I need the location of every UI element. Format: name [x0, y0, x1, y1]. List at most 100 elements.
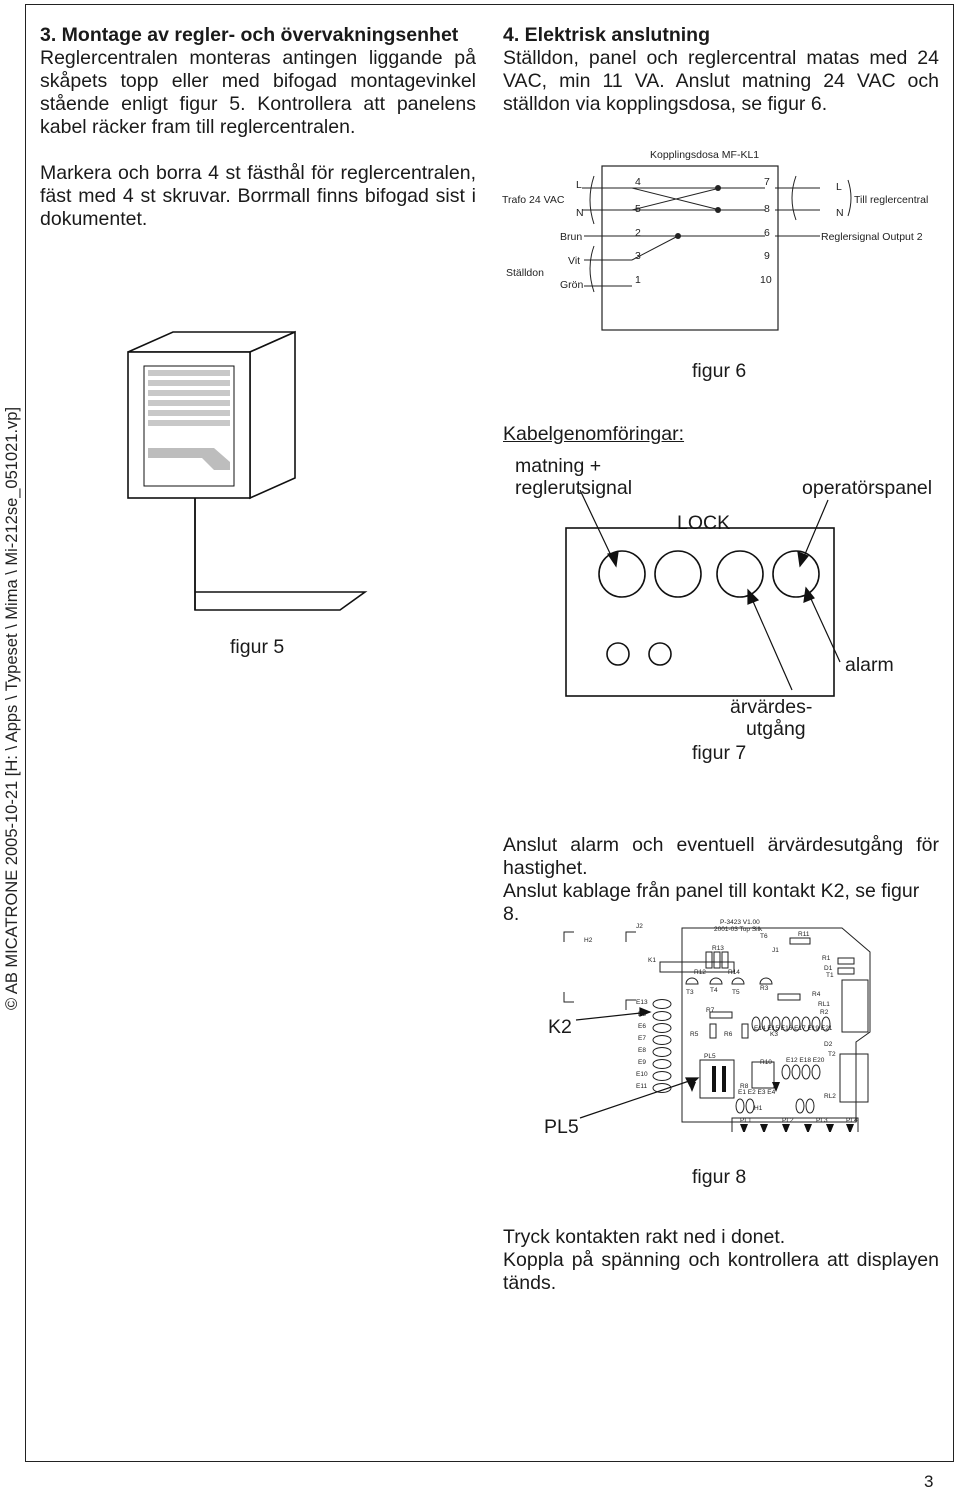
connect-line-1: Anslut alarm och eventuell ärvärdesutgån… — [503, 834, 939, 879]
terminal-4: 4 — [635, 176, 641, 188]
right-bracket — [791, 175, 797, 221]
terminal-9: 9 — [764, 250, 770, 262]
svg-text:R11: R11 — [798, 931, 810, 938]
svg-text:T2: T2 — [828, 1051, 836, 1058]
terminal-6: 6 — [764, 227, 770, 239]
arrow-k2 — [575, 1011, 651, 1021]
dot-3 — [675, 233, 681, 239]
svg-text:E6: E6 — [638, 1023, 646, 1030]
sidebar-copyright: © AB MICATRONE 2005-10-21 [H: \ Apps \ T… — [3, 406, 21, 1010]
page-frame — [25, 4, 954, 1462]
connect-line-2: Anslut kablage från panel till kontakt K… — [503, 880, 920, 925]
page-number: 3 — [924, 1472, 934, 1491]
gland-plate — [565, 527, 835, 697]
arvardes-label-1: ärvärdes- — [730, 696, 813, 718]
figure-8-caption: figur 8 — [692, 1166, 747, 1188]
kopplingsdosa-title: Kopplingsdosa MF-KL1 — [650, 149, 759, 161]
svg-text:E12 E18 E20: E12 E18 E20 — [786, 1057, 825, 1064]
svg-text:R12: R12 — [694, 969, 706, 976]
terminal-7: 7 — [764, 176, 770, 188]
svg-text:R5: R5 — [690, 1031, 699, 1038]
k2-label: K2 — [548, 1016, 572, 1038]
section-3-heading: 3. Montage av regler- och övervakningsen… — [40, 24, 459, 46]
svg-text:E1 E2 E3 E4: E1 E2 E3 E4 — [738, 1089, 776, 1096]
svg-text:R2: R2 — [820, 1009, 829, 1016]
matning-label-1: matning + — [515, 455, 602, 477]
figure-5-drawing — [127, 330, 368, 611]
arvardes-label-2: utgång — [746, 718, 806, 740]
relay-1 — [841, 979, 869, 1033]
dot-1 — [715, 185, 721, 191]
link-3-lead — [631, 235, 679, 261]
svg-text:RL2: RL2 — [824, 1093, 836, 1100]
svg-text:D1: D1 — [824, 965, 833, 972]
svg-text:E7: E7 — [638, 1035, 646, 1042]
svg-text:R3: R3 — [760, 985, 769, 992]
brun-label: Brun — [560, 231, 582, 243]
svg-text:T4: T4 — [710, 987, 718, 994]
arrow-pl5 — [579, 1077, 699, 1119]
svg-text:R6: R6 — [724, 1031, 733, 1038]
section-3: 3. Montage av regler- och övervakningsen… — [40, 24, 476, 231]
vit-label: Vit — [568, 255, 580, 267]
terminal-10: 10 — [760, 274, 772, 286]
pl-connectors — [731, 1117, 859, 1132]
connect-paragraph: Anslut alarm och eventuell ärvärdesutgån… — [503, 834, 939, 926]
figure-5-caption: figur 5 — [230, 636, 285, 658]
section-4: 4. Elektrisk anslutning Ställdon, panel … — [503, 24, 939, 116]
kopplingsdosa-box — [601, 165, 779, 331]
section-3-paragraph-2: Markera och borra 4 st fästhål för regle… — [40, 162, 476, 230]
terminal-1: 1 — [635, 274, 641, 286]
svg-text:K1: K1 — [648, 957, 656, 964]
svg-text:PL5: PL5 — [704, 1053, 716, 1060]
svg-text:PL4: PL4 — [846, 1117, 858, 1124]
terminal-8: 8 — [764, 203, 770, 215]
svg-text:R1: R1 — [822, 955, 831, 962]
figure-6-diagram: Kopplingsdosa MF-KL1 Trafo 24 VAC L N Br… — [502, 149, 928, 331]
svg-text:RL1: RL1 — [818, 1001, 830, 1008]
terminal-2: 2 — [635, 227, 641, 239]
gland-small-1 — [606, 642, 630, 666]
terminal-3: 3 — [635, 250, 641, 262]
svg-text:PL1: PL1 — [740, 1117, 752, 1124]
gland-lock — [654, 550, 702, 598]
svg-text:P-3423 V1.00: P-3423 V1.00 — [720, 919, 760, 926]
trafo-label: Trafo 24 VAC — [502, 194, 565, 206]
till-reglercentral-label: Till reglercentral — [854, 194, 928, 206]
left-L-label: L — [576, 179, 582, 191]
svg-text:E11: E11 — [636, 1083, 647, 1090]
svg-text:R10: R10 — [760, 1059, 772, 1066]
svg-text:T3: T3 — [686, 989, 694, 996]
svg-text:H2: H2 — [584, 937, 593, 944]
gland-operator — [772, 550, 820, 598]
e-stack — [652, 999, 672, 1093]
section-3-paragraph-1: Reglercentralen monteras antingen liggan… — [40, 47, 476, 138]
arrow-arvardes — [747, 589, 793, 691]
svg-text:E8: E8 — [638, 1047, 646, 1054]
gland-small-2 — [648, 642, 672, 666]
figure-7-drawing — [565, 490, 841, 697]
pl5-label: PL5 — [544, 1116, 579, 1138]
svg-text:R8: R8 — [740, 1083, 749, 1090]
final-line-2: Koppla på spänning och kontrollera att d… — [503, 1249, 939, 1294]
right-L-label: L — [836, 181, 842, 193]
svg-text:J2: J2 — [636, 923, 643, 930]
gron-label: Grön — [560, 279, 584, 291]
svg-text:PL2: PL2 — [782, 1117, 794, 1124]
figure-8-board: H2 J2 K1 P-3423 V1.00 2001-03 Top Silk T… — [563, 919, 871, 1132]
svg-text:K3: K3 — [770, 1031, 778, 1038]
svg-text:D2: D2 — [824, 1041, 833, 1048]
svg-text:E9: E9 — [638, 1059, 646, 1066]
svg-text:T1: T1 — [826, 972, 834, 979]
arrow-alarm — [805, 587, 841, 663]
svg-text:E14 E15 E16 E17 E19 E21: E14 E15 E16 E17 E19 E21 — [754, 1025, 833, 1032]
right-brace — [847, 179, 852, 217]
stalldon-label: Ställdon — [506, 267, 544, 279]
svg-text:H1: H1 — [754, 1105, 763, 1112]
relay-2 — [839, 1053, 869, 1103]
section-4-paragraph: Ställdon, panel och reglercentral matas … — [503, 47, 939, 115]
svg-text:R14: R14 — [728, 969, 740, 976]
section-4-heading: 4. Elektrisk anslutning — [503, 24, 710, 46]
left-N-label: N — [576, 207, 584, 219]
operatorspanel-label: operatörspanel — [802, 477, 933, 499]
